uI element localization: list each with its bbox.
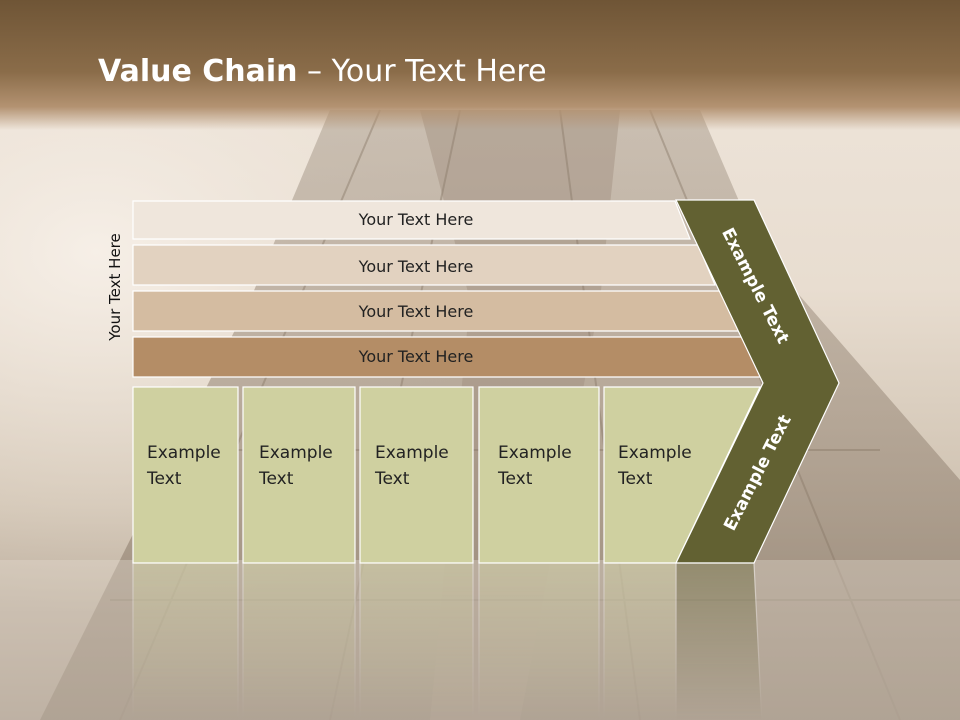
column-2-line1: Example	[259, 443, 333, 463]
title-rest: – Your Text Here	[297, 54, 547, 89]
support-row-4: Your Text Here	[132, 336, 764, 378]
row-1-label: Your Text Here	[358, 210, 474, 229]
column-1-line2: Text	[146, 469, 182, 489]
column-1-box	[132, 386, 239, 564]
header-band	[0, 0, 960, 130]
reflection-box-4	[478, 562, 600, 720]
column-3-line1: Example	[375, 443, 449, 463]
row-1-shape	[132, 200, 691, 240]
column-2: Example Text	[242, 386, 356, 564]
slide-title: Value Chain – Your Text Here	[98, 54, 547, 89]
column-4-box	[478, 386, 600, 564]
support-row-3: Your Text Here	[132, 290, 740, 332]
reflection-chevron	[675, 562, 763, 720]
column-2-box	[242, 386, 356, 564]
column-3-line2: Text	[374, 469, 410, 489]
reflection-box-1	[132, 562, 239, 720]
row-2-label: Your Text Here	[358, 257, 474, 276]
row-3-label: Your Text Here	[358, 302, 474, 321]
column-4-line2: Text	[497, 469, 533, 489]
support-rows: Your Text Here Your Text Here Your Text …	[132, 200, 764, 378]
support-row-1: Your Text Here	[132, 200, 691, 240]
title-bold: Value Chain	[98, 54, 298, 89]
column-4: Example Text	[478, 386, 600, 564]
reflection	[132, 562, 763, 720]
reflection-box-3	[359, 562, 474, 720]
column-5-line2: Text	[617, 469, 653, 489]
column-3-box	[359, 386, 474, 564]
row-4-label: Your Text Here	[358, 347, 474, 366]
support-row-2: Your Text Here	[132, 244, 716, 286]
column-5-line1: Example	[618, 443, 692, 463]
column-3: Example Text	[359, 386, 474, 564]
primary-columns: Example Text Example Text Example Text E…	[132, 386, 761, 564]
column-4-line1: Example	[498, 443, 572, 463]
column-1-line1: Example	[147, 443, 221, 463]
row-2-shape	[132, 244, 716, 286]
column-1: Example Text	[132, 386, 239, 564]
reflection-box-2	[242, 562, 356, 720]
column-2-line2: Text	[258, 469, 294, 489]
